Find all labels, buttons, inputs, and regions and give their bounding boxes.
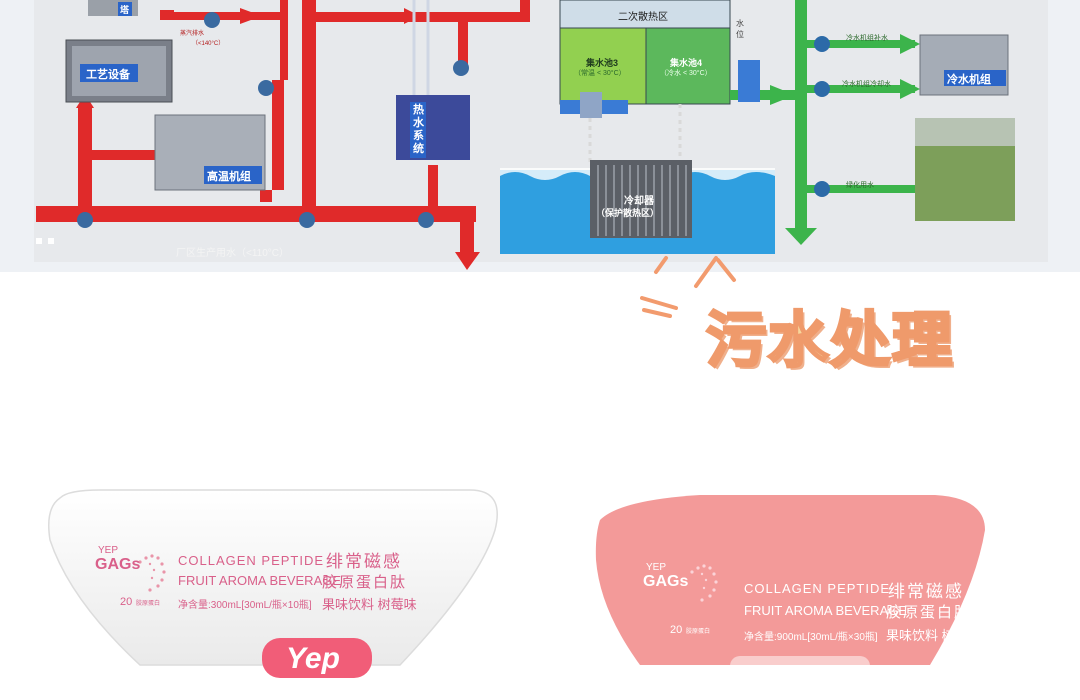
section-title: 污水处理: [705, 305, 954, 378]
label-steam-temp: （<140°C）: [192, 41, 225, 47]
right-line3: 净含量:900mL[30mL/瓶×30瓶]: [744, 632, 878, 643]
label-chiller: 冷水机组: [947, 74, 991, 86]
left-logo: Yep: [286, 642, 340, 675]
label-level: 水位: [736, 19, 744, 39]
diagram-pipes: [36, 0, 1015, 270]
left-brand: GAGs: [95, 556, 141, 573]
label-steam-note: 蒸汽排水: [180, 31, 205, 37]
label-bottom-note: 厂区生产用水（<110°C）: [176, 248, 290, 259]
right-brand-top: YEP: [646, 562, 667, 573]
label-process-equipment: 工艺设备: [86, 69, 130, 81]
left-brand-sub: 胶原蛋白: [136, 601, 161, 607]
right-brand-sub: 胶原蛋白: [686, 629, 711, 635]
label-chiller-cooling: 冷水机组冷却水: [842, 81, 891, 88]
package-shapes: [48, 489, 985, 678]
left-line2-en: FRUIT AROMA BEVERAGE: [178, 573, 342, 588]
left-brand-top: YEP: [98, 545, 119, 556]
label-pool4-sub: （冷水 < 30°C）: [660, 70, 712, 77]
label-pool4: 集水池4: [670, 58, 703, 68]
right-line2-en: FRUIT AROMA BEVERAGE: [744, 603, 908, 618]
left-line1-en: COLLAGEN PEPTIDE: [178, 553, 325, 568]
label-high-temp-unit: 高温机组: [207, 171, 251, 183]
left-line3: 净含量:300mL[30mL/瓶×10瓶]: [178, 600, 312, 611]
water-system-diagram: 工艺设备 高温机组 热水系统 二次散热区 集水池3 （常温 < 30°C） 集水…: [0, 0, 1080, 272]
label-cooler-sub: （保护散热区）: [596, 208, 660, 218]
label-pool3-sub: （常温 < 30°C）: [574, 70, 626, 77]
label-pool3: 集水池3: [586, 58, 619, 68]
left-line1-cn: 绯常磁感: [326, 552, 402, 571]
right-line2-cn: 胶原蛋白肽: [886, 604, 972, 621]
label-green-water: 绿化用水: [846, 182, 874, 189]
left-line3-cn: 果味饮料 树莓味: [322, 597, 417, 612]
right-line1-en: COLLAGEN PEPTIDE: [744, 581, 891, 596]
label-cooler: 冷却器: [624, 196, 654, 207]
label-secondary-cooling: 二次散热区: [618, 12, 668, 23]
right-brand: GAGs: [643, 573, 689, 590]
left-line2-cn: 胶原蛋白肽: [322, 574, 408, 591]
sparkle-decoration-icon: [640, 256, 736, 318]
label-tower: 塔: [120, 5, 130, 15]
right-line3-cn: 果味饮料 树莓味: [886, 628, 981, 643]
label-chiller-supply: 冷水机组补水: [846, 35, 888, 42]
right-line1-cn: 绯常磁感: [888, 582, 964, 601]
left-brand-num: 20: [120, 596, 133, 608]
label-heat-exchanger: 热水系统: [413, 104, 424, 155]
right-brand-num: 20: [670, 624, 683, 636]
